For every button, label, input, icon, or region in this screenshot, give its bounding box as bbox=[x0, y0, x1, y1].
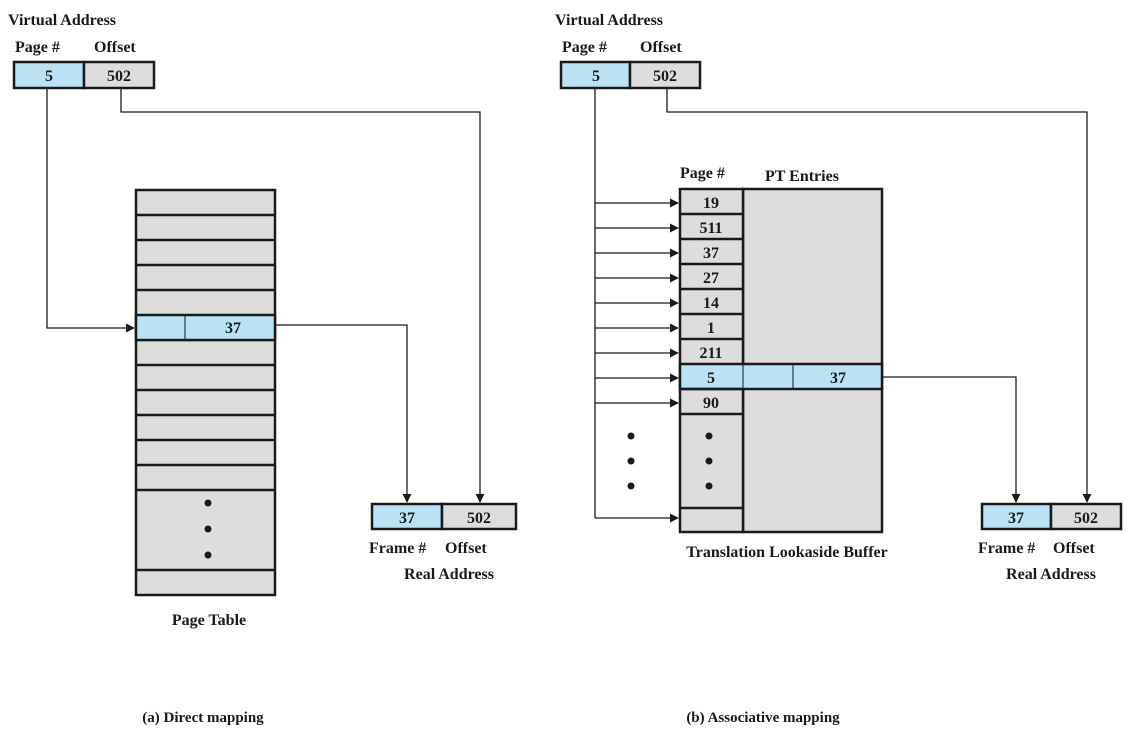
page-table-label: Page Table bbox=[172, 612, 246, 629]
tlb-page-column bbox=[678, 187, 745, 534]
tlb-row-lines bbox=[680, 212, 743, 510]
tlb-page-header: Page # bbox=[680, 165, 725, 182]
tlb-label: Translation Lookaside Buffer bbox=[686, 544, 888, 561]
translation-lookaside-buffer: 19 511 37 27 14 1 211 5 90 37 bbox=[678, 187, 884, 534]
tlb-page-entry: 90 bbox=[703, 395, 719, 412]
tlb-page-entry: 27 bbox=[703, 270, 719, 287]
direct-offset-cell bbox=[82, 60, 156, 90]
assoc-page-number-value: 5 bbox=[592, 68, 600, 85]
direct-offset-value: 502 bbox=[107, 68, 131, 85]
tlb-entries-column bbox=[741, 187, 884, 534]
assoc-page-number-cell bbox=[559, 60, 632, 90]
page-number-to-table-arrow bbox=[46, 88, 135, 333]
assoc-real-offset-cell bbox=[1049, 502, 1123, 531]
tlb-page-entry: 14 bbox=[703, 295, 719, 312]
assoc-offset-header: Offset bbox=[640, 39, 682, 56]
tlb-page-entry: 37 bbox=[703, 245, 719, 262]
assoc-frame-number-cell bbox=[980, 502, 1053, 531]
tlb-page-entry: 211 bbox=[699, 345, 722, 362]
direct-real-offset-value: 502 bbox=[467, 510, 491, 527]
page-table: 37 bbox=[134, 188, 277, 597]
assoc-real-offset-header: Offset bbox=[1053, 540, 1095, 557]
compare-ellipsis-dot bbox=[627, 457, 635, 465]
table-to-frame-arrow bbox=[275, 324, 412, 503]
tlb-ellipsis-dot bbox=[705, 457, 713, 465]
assoc-real-offset-value: 502 bbox=[1074, 510, 1098, 527]
direct-real-offset-header: Offset bbox=[445, 540, 487, 557]
assoc-virtual-address-box: 5 502 bbox=[559, 60, 702, 90]
tlb-matched-page: 5 bbox=[707, 370, 715, 387]
page-table-frame-value: 37 bbox=[225, 320, 241, 337]
compare-ellipsis-dot bbox=[627, 432, 635, 440]
tlb-page-entry: 1 bbox=[707, 320, 715, 337]
direct-frame-header: Frame # bbox=[369, 540, 426, 557]
direct-virtual-address-label: Virtual Address bbox=[8, 12, 116, 29]
compare-ellipsis-dot bbox=[627, 482, 635, 490]
page-table-body bbox=[134, 188, 277, 597]
direct-real-offset-cell bbox=[440, 502, 518, 531]
assoc-page-header: Page # bbox=[562, 39, 607, 56]
offset-to-real-offset-arrow bbox=[120, 88, 485, 503]
tlb-page-entry: 511 bbox=[699, 220, 722, 237]
associative-mapping-panel: Virtual Address Page # Offset 5 502 Page… bbox=[555, 12, 1123, 726]
direct-arrows bbox=[46, 88, 485, 503]
page-table-ellipsis-dot bbox=[204, 525, 212, 533]
assoc-real-address-box: 37 502 bbox=[980, 502, 1123, 531]
direct-page-number-value: 5 bbox=[45, 68, 53, 85]
direct-page-number-cell bbox=[12, 60, 86, 90]
tlb-matched-entry bbox=[678, 362, 884, 391]
tlb-ellipsis-dot bbox=[705, 482, 713, 490]
tlb-ellipsis-dot bbox=[705, 432, 713, 440]
tlb-to-frame-arrow bbox=[882, 376, 1021, 503]
direct-offset-header: Offset bbox=[94, 39, 136, 56]
page-table-ellipsis-dot bbox=[204, 551, 212, 559]
direct-frame-number-value: 37 bbox=[399, 510, 415, 527]
tlb-matched-frame: 37 bbox=[830, 370, 846, 387]
page-table-ellipsis-dot bbox=[204, 499, 212, 507]
direct-mapping-caption: (a) Direct mapping bbox=[142, 710, 264, 726]
assoc-virtual-address-label: Virtual Address bbox=[555, 12, 663, 29]
assoc-offset-to-real-offset-arrow bbox=[666, 88, 1092, 503]
assoc-offset-cell bbox=[628, 60, 702, 90]
direct-real-address-label: Real Address bbox=[404, 566, 494, 583]
direct-real-address-box: 37 502 bbox=[370, 502, 518, 531]
direct-mapping-panel: Virtual Address Page # Offset 5 502 bbox=[8, 12, 518, 726]
direct-page-header: Page # bbox=[15, 39, 60, 56]
tlb-compare-arrows bbox=[594, 88, 679, 523]
direct-virtual-address-box: 5 502 bbox=[12, 60, 156, 90]
page-table-selected-entry bbox=[134, 313, 277, 342]
tlb-page-entry: 19 bbox=[703, 195, 719, 212]
assoc-frame-header: Frame # bbox=[978, 540, 1035, 557]
associative-mapping-caption: (b) Associative mapping bbox=[686, 710, 840, 726]
assoc-offset-value: 502 bbox=[653, 68, 677, 85]
assoc-frame-number-value: 37 bbox=[1008, 510, 1024, 527]
tlb-entries-header: PT Entries bbox=[765, 168, 839, 185]
assoc-real-address-label: Real Address bbox=[1006, 566, 1096, 583]
assoc-arrows bbox=[666, 88, 1092, 503]
